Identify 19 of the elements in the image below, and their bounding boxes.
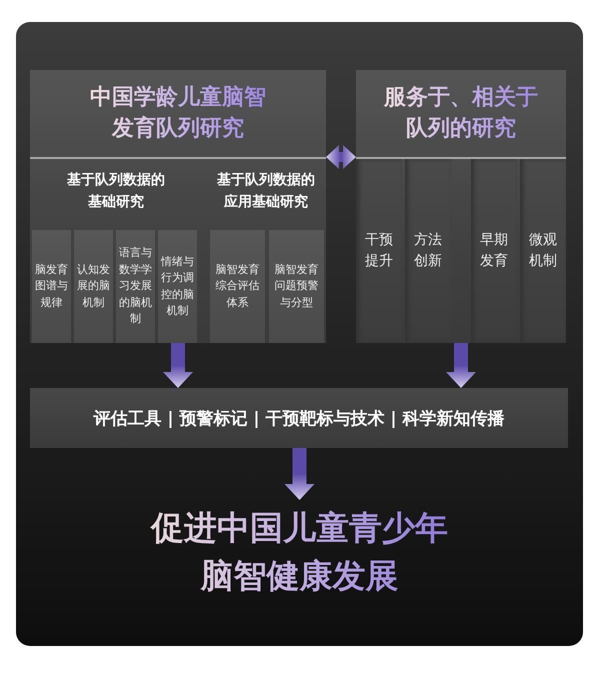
- arrow: [163, 343, 193, 388]
- topic-cell: 方法创新: [405, 159, 451, 343]
- arrow: [284, 448, 314, 500]
- arrow: [446, 343, 476, 388]
- topic-cell: 干预提升: [356, 159, 402, 343]
- section-heading: 基于队列数据的基础研究: [66, 171, 166, 212]
- panel: [30, 70, 326, 343]
- arrow: [326, 145, 356, 169]
- topic-cell: 语言与数学学习发展的脑机制: [116, 230, 155, 343]
- panel: [356, 70, 566, 343]
- section-heading: 基于队列数据的应用基础研究: [216, 171, 316, 212]
- topic-cell: 微观机制: [520, 159, 566, 343]
- topic-cell: 认知发展的脑机制: [74, 230, 113, 343]
- topic-cell: 脑智发育综合评估体系: [210, 230, 265, 343]
- outcome-bar: 评估工具 | 预警标记 | 干预靶标与技术 | 科学新知传播: [30, 388, 568, 448]
- topic-cell: 脑智发育问题预警与分型: [269, 230, 324, 343]
- topic-cell: 情绪与行为调控的脑机制: [158, 230, 197, 343]
- topic-cell: 脑发育图谱与规律: [32, 230, 71, 343]
- topic-cell: 早期发育: [471, 159, 517, 343]
